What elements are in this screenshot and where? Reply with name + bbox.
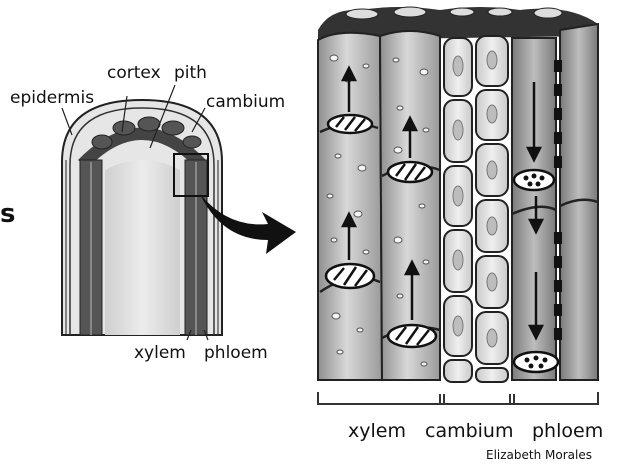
vascular-bundle — [113, 121, 135, 135]
vascular-bundle — [138, 117, 160, 131]
edge-fragment: s — [0, 199, 15, 229]
vascular-bundle — [92, 135, 112, 149]
credit-text: Elizabeth Morales — [486, 448, 592, 462]
perforation-plate — [328, 115, 372, 133]
sieve-plate — [514, 170, 554, 190]
perforation-plate — [388, 325, 436, 347]
label-cambium: cambium — [206, 92, 285, 112]
stem-section — [62, 85, 222, 340]
perforation-plate — [388, 162, 432, 182]
label-cortex: cortex — [107, 63, 161, 83]
label-epidermis: epidermis — [10, 88, 94, 108]
phloem-companion — [560, 24, 598, 380]
tissue-bracket — [318, 392, 598, 404]
vascular-bundle — [162, 121, 184, 135]
label-stem-phloem: phloem — [204, 343, 268, 363]
sieve-plate — [514, 352, 558, 372]
pith-region — [105, 160, 180, 335]
label-tissue-phloem: phloem — [532, 420, 603, 442]
label-stem-xylem: xylem — [134, 343, 186, 363]
label-pith: pith — [174, 63, 207, 83]
vascular-bundle — [183, 136, 201, 148]
perforation-plate — [326, 264, 374, 288]
tissue-block — [318, 7, 598, 382]
label-tissue-cambium: cambium — [425, 420, 514, 442]
label-tissue-xylem: xylem — [348, 420, 406, 442]
